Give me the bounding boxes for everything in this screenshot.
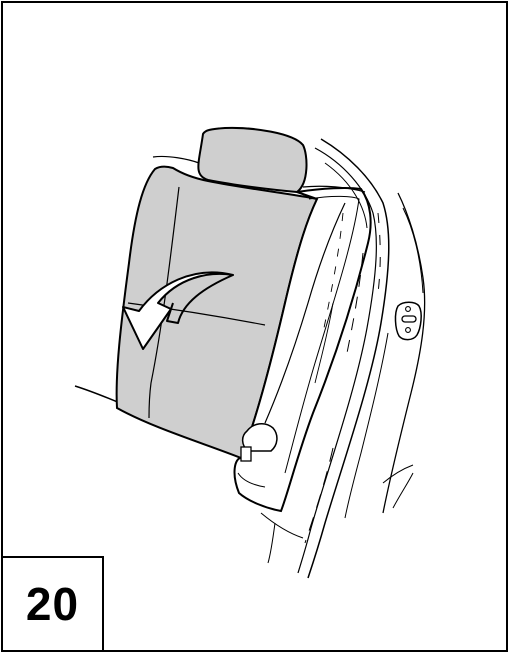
step-number: 20 (26, 581, 79, 627)
body-side-line-2 (345, 333, 388, 518)
seat-belt-buckle (241, 447, 251, 461)
seat-cushion-line-lower (153, 156, 199, 163)
door-striker-icon (395, 302, 421, 339)
seat-fold-illustration (3, 3, 506, 650)
step-number-box: 20 (3, 556, 104, 650)
